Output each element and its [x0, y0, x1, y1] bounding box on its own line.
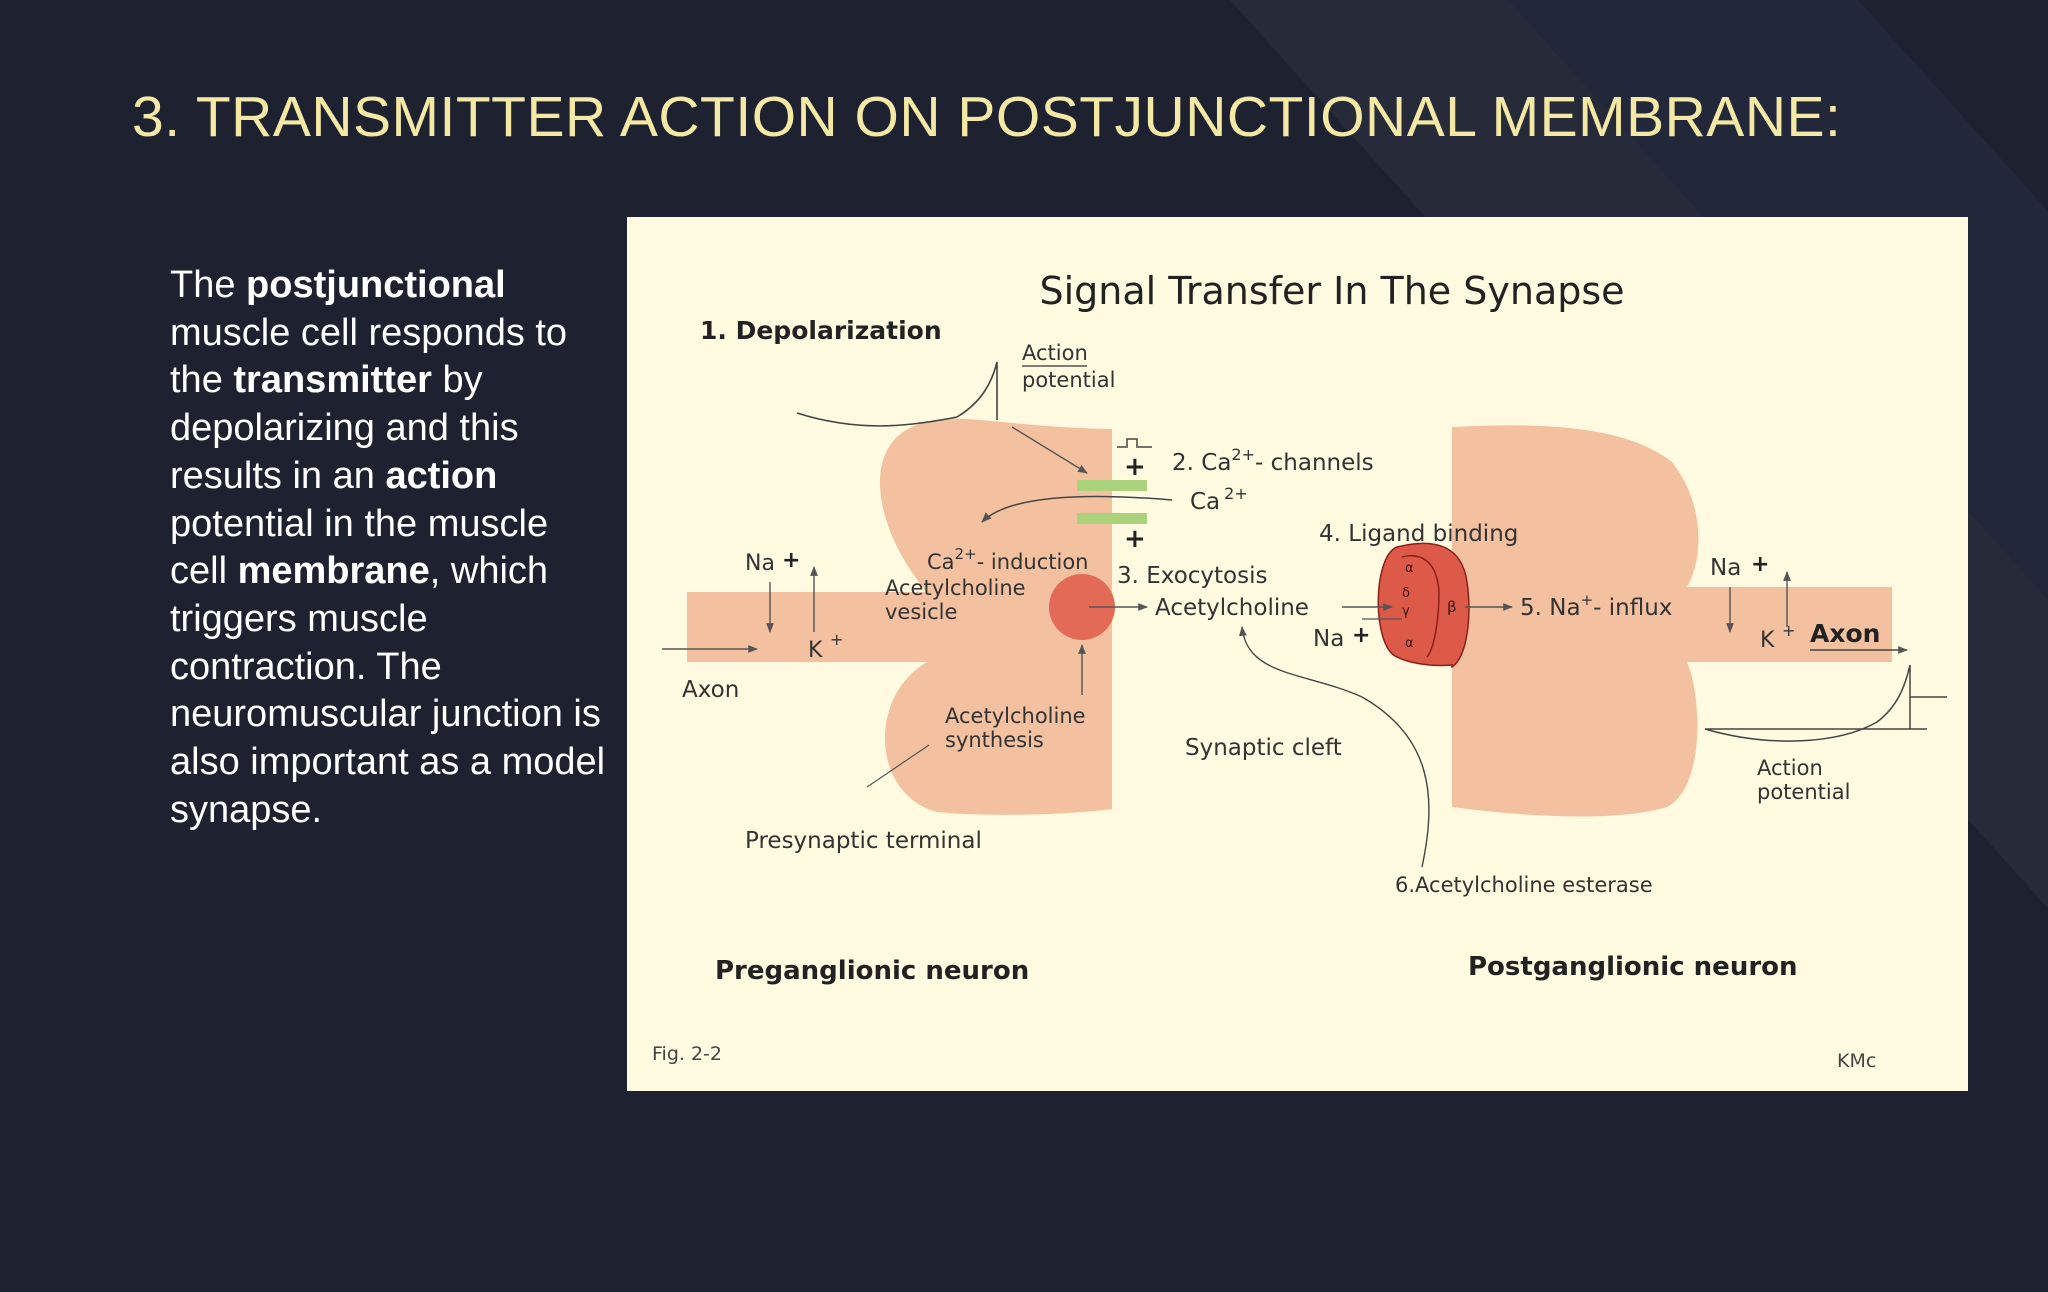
text-part: 5. Na [1520, 595, 1581, 621]
superscript: 2+ [1224, 484, 1248, 503]
figure-credit: KMc [1837, 1050, 1876, 1072]
potassium-label-right: K [1760, 628, 1775, 653]
text-part: - channels [1255, 450, 1374, 476]
action-potential-label: potential [1022, 368, 1115, 392]
text-part: Ca [927, 550, 955, 574]
postsynaptic-neuron: α δ γ α β [1377, 425, 1892, 817]
body-text-segment: The [170, 264, 247, 306]
text-part: - influx [1593, 595, 1672, 621]
receptor-delta: δ [1402, 586, 1410, 601]
vesicle-label: Acetylcholine [885, 576, 1026, 600]
receptor-gamma: γ [1402, 604, 1410, 619]
text-part: - induction [977, 550, 1089, 574]
body-text-bold: action [385, 454, 498, 497]
step-exocytosis: 3. Exocytosis [1117, 563, 1267, 589]
receptor-alpha: α [1405, 636, 1414, 651]
body-text-segment: muscle cell responds to the [170, 311, 568, 402]
pointer-line [866, 744, 930, 788]
plus-sign: + [1352, 623, 1370, 648]
superscript: 2+ [955, 545, 977, 563]
presynaptic-axon [687, 592, 927, 662]
superscript: 2+ [1231, 445, 1255, 464]
synthesis-label: Acetylcholine [945, 704, 1086, 728]
body-text-bold: transmitter [233, 359, 432, 402]
calcium-induction-label: Ca2+- induction [927, 545, 1088, 574]
body-text-bold: membrane [237, 550, 430, 593]
action-potential-label: Action [1757, 756, 1823, 780]
potassium-label-left: K [808, 638, 823, 663]
calcium-channel [1077, 513, 1147, 524]
plus-sign: + [1124, 452, 1146, 482]
plus-sign: + [1782, 621, 1795, 640]
step-calcium-channels: 2. Ca2+- channels [1172, 445, 1374, 476]
step-ligand-binding: 4. Ligand binding [1319, 521, 1518, 547]
action-potential-label: potential [1757, 780, 1850, 804]
presynaptic-terminal-label: Presynaptic terminal [745, 828, 982, 854]
receptor-subunit-line [1401, 555, 1440, 658]
postsynaptic-cell-body [1452, 425, 1892, 817]
text-part: Ca [1190, 489, 1220, 515]
synthesis-label: synthesis [945, 728, 1044, 752]
slide-body-text: The postjunctional muscle cell responds … [170, 262, 610, 834]
arrow [1011, 426, 1088, 474]
plus-sign: + [1751, 552, 1769, 577]
preganglionic-neuron-label: Preganglionic neuron [715, 956, 1029, 986]
plus-sign: + [1124, 524, 1146, 554]
body-text-segment: potential in the muscle cell [170, 502, 549, 593]
synapse-figure: Signal Transfer In The Synapse + + α δ γ… [627, 217, 1968, 1091]
action-potential-curve [1704, 664, 1947, 742]
sodium-label-right: Na [1710, 555, 1741, 581]
presynaptic-neuron [687, 418, 1115, 815]
sodium-label-cleft: Na [1313, 626, 1344, 652]
figure-title: Signal Transfer In The Synapse [1039, 269, 1624, 313]
acetylcholine-receptor [1377, 542, 1470, 669]
synaptic-cleft-label: Synaptic cleft [1185, 735, 1342, 761]
receptor-beta: β [1447, 598, 1457, 616]
axon-label-left: Axon [682, 677, 739, 703]
esterase-pointer [1238, 626, 1430, 868]
calcium-channel [1077, 480, 1147, 491]
plus-sign: + [782, 548, 800, 573]
acetylcholine-label: Acetylcholine [1155, 595, 1309, 621]
slide-title: 3. TRANSMITTER ACTION ON POSTJUNCTIONAL … [132, 85, 1842, 149]
action-potential-curve [796, 361, 998, 427]
vesicle-label: vesicle [885, 600, 957, 624]
acetylcholine-vesicle [1049, 574, 1115, 640]
body-text-bold: postjunctional [246, 264, 506, 306]
axon-label-right: Axon [1810, 619, 1880, 648]
action-potential-label: Action [1022, 341, 1088, 365]
receptor-alpha: α [1405, 561, 1414, 576]
text-part: 2. Ca [1172, 450, 1231, 476]
arrow [981, 495, 1173, 523]
pulse-icon [1117, 438, 1152, 448]
synapse-diagram-svg: Signal Transfer In The Synapse + + α δ γ… [652, 269, 1947, 1072]
postganglionic-neuron-label: Postganglionic neuron [1468, 952, 1798, 982]
body-text-segment: by depolarizing and this results in an [170, 359, 519, 497]
sodium-label-left: Na [745, 551, 775, 576]
step-acetylcholine-esterase: 6.Acetylcholine esterase [1395, 873, 1653, 897]
step-depolarization: 1. Depolarization [700, 316, 942, 345]
body-text-segment: , which triggers muscle contraction. The… [170, 550, 606, 831]
step-sodium-influx: 5. Na+- influx [1520, 591, 1672, 621]
superscript: + [1581, 591, 1594, 609]
presynaptic-terminal-body [879, 418, 1112, 815]
plus-sign: + [830, 630, 843, 649]
figure-number: Fig. 2-2 [652, 1043, 722, 1065]
